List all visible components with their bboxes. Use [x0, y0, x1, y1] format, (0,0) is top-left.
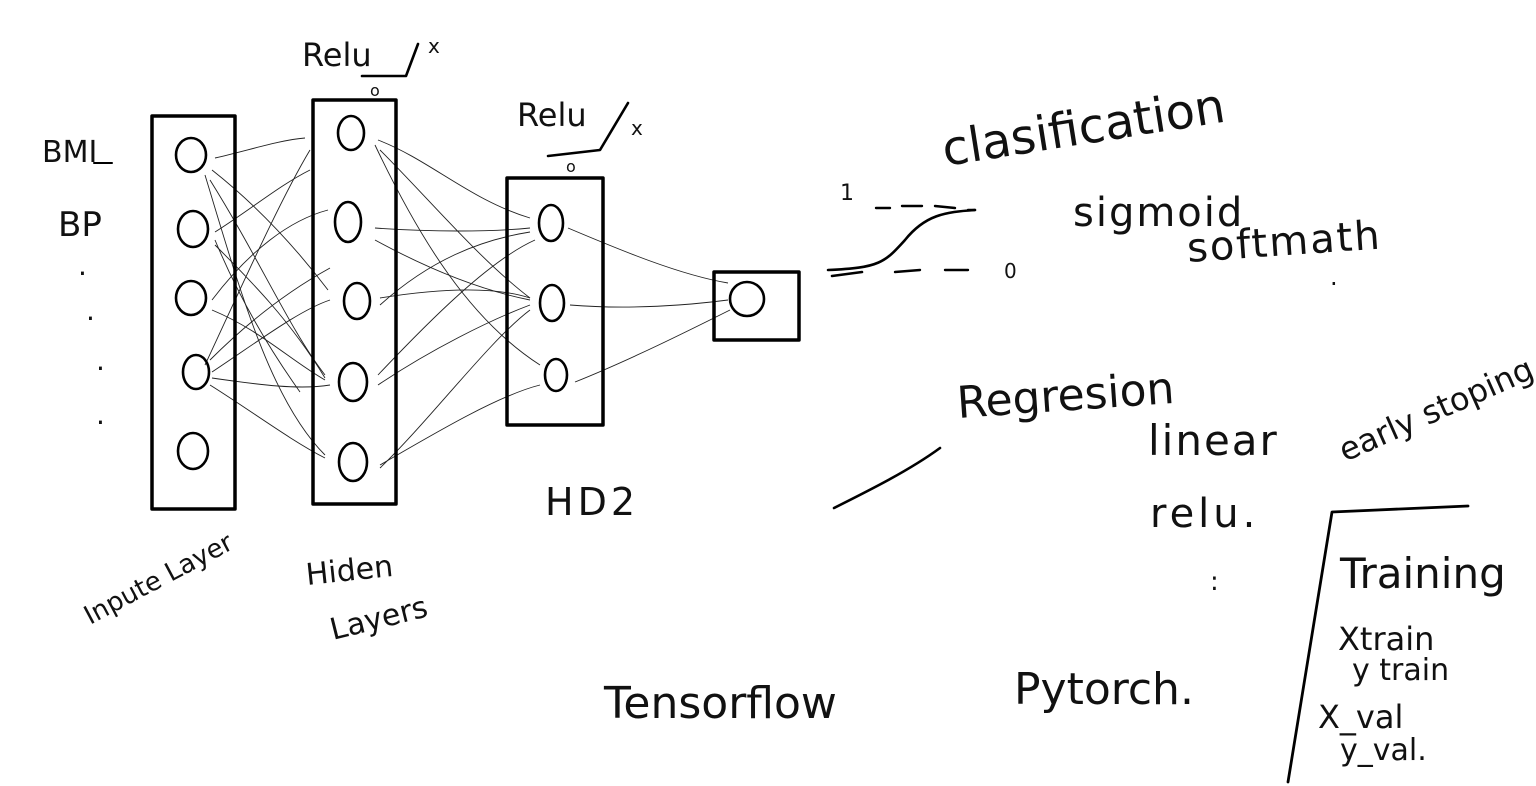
relu-graph-hidden1 [360, 42, 420, 78]
input-node-3 [174, 279, 208, 317]
relu-label-hidden2: Relu [517, 96, 587, 134]
hidden2-node-1 [537, 203, 565, 243]
hidden1-node-5 [337, 441, 369, 483]
input-dot-4: . [96, 398, 105, 431]
input-dot-1: . [78, 249, 87, 282]
hidden-caption-line2: Layers [326, 590, 431, 648]
input-node-4 [181, 353, 211, 391]
training-ytrain: y train [1352, 653, 1449, 688]
training-xval: X_val [1318, 698, 1403, 736]
training-yval: y_val. [1340, 733, 1427, 768]
hidden1-node-1 [336, 114, 366, 152]
input-node-5 [176, 431, 210, 471]
sigmoid-baseline [830, 270, 864, 278]
regression-title: Regresion [955, 363, 1176, 429]
curve-value-zero: 0 [1004, 259, 1017, 283]
upper-dashed-line [874, 204, 977, 212]
input-label-bp: BP [58, 205, 102, 245]
input-node-2 [176, 209, 210, 249]
input-layer-caption: Inpute Layer [79, 528, 238, 632]
hidden1-node-4 [337, 361, 369, 403]
hidden-layer-1-box [311, 98, 398, 506]
hidden2-node-3 [543, 357, 569, 393]
output-layer-box [712, 270, 801, 342]
framework-tensorflow: Tensorflow [603, 678, 837, 729]
zero-mark-hidden2: o [566, 157, 576, 176]
classification-method-sigmoid: sigmoid [1073, 190, 1244, 236]
training-bracket [1286, 504, 1470, 784]
classification-title: clasification [938, 78, 1229, 178]
hidden1-node-3 [342, 281, 372, 321]
regression-more-dots: : [1210, 567, 1219, 597]
hidden-layer-2-caption: HD2 [545, 480, 639, 524]
connections-hidden1-hidden2 [374, 139, 541, 469]
lower-dashed-line [893, 268, 970, 274]
input-nodes [174, 136, 211, 471]
sigmoid-curve [826, 208, 977, 272]
connections-hidden2-output [567, 227, 731, 383]
training-xtrain: Xtrain [1338, 620, 1434, 658]
input-dot-3: . [96, 344, 105, 377]
relu-x-hidden2: x [631, 116, 643, 140]
input-dot-2: . [86, 294, 95, 327]
regression-line [832, 446, 942, 510]
classification-more-dots: . [1330, 263, 1338, 291]
hidden1-node-2 [333, 200, 363, 244]
zero-mark-hidden1: o [370, 81, 380, 100]
hidden1-nodes [333, 114, 372, 483]
regression-method-relu: relu. [1150, 491, 1259, 537]
framework-pytorch: Pytorch. [1014, 664, 1194, 715]
early-stopping-note: early stoping [1333, 350, 1536, 470]
regression-method-linear: linear [1148, 416, 1279, 465]
hidden2-nodes [537, 203, 569, 393]
hidden-caption-line1: Hiden [304, 549, 395, 593]
input-layer-box [150, 114, 237, 511]
output-node [728, 280, 766, 318]
relu-label-hidden1: Relu [302, 36, 372, 74]
input-node-1 [174, 136, 208, 174]
hidden-layer-2-box [505, 176, 605, 427]
relu-x-hidden1: x [428, 34, 440, 58]
relu-graph-hidden2 [546, 101, 630, 158]
curve-value-one: 1 [840, 181, 854, 206]
hidden2-node-2 [538, 283, 566, 323]
training-title: Training [1339, 549, 1506, 598]
input-label-bmi: BMI [42, 135, 97, 170]
